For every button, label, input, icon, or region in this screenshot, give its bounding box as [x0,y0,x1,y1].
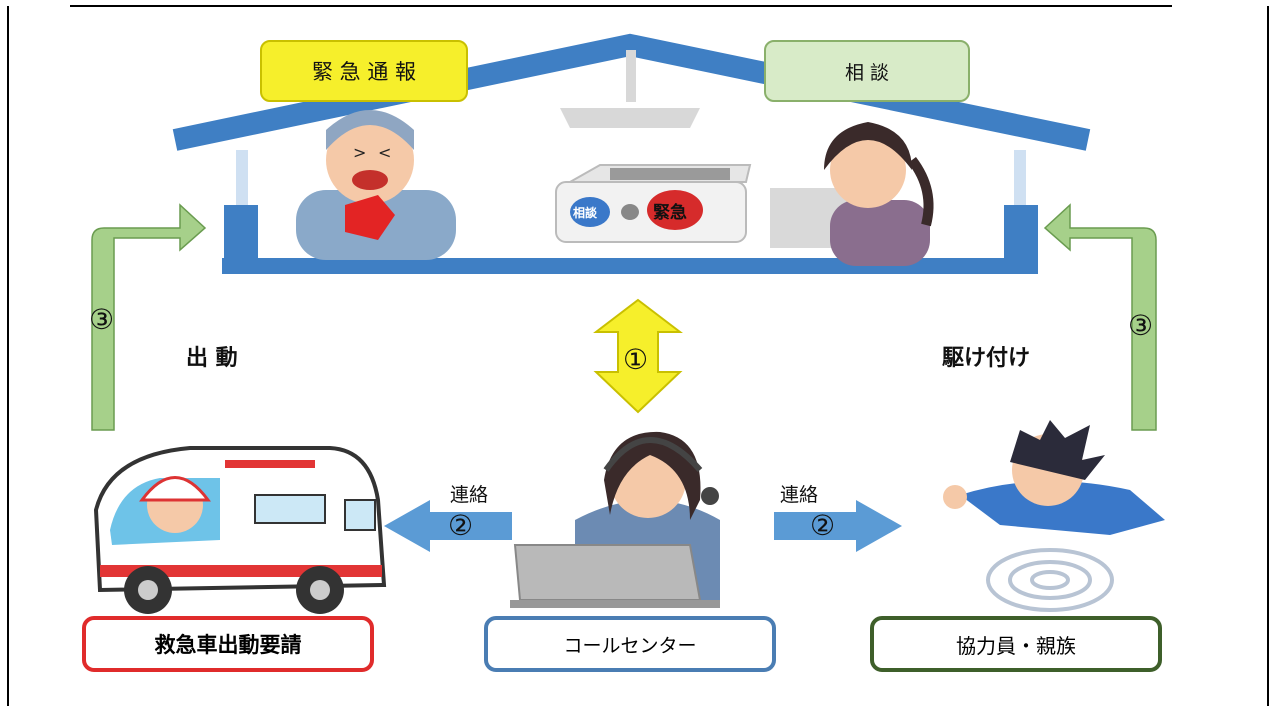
device-emergency-button-label: 緊急 [653,203,687,223]
svg-text:<: < [378,143,391,162]
house-outline [172,33,1091,274]
call-center-box: コールセンター [484,616,776,672]
step-3-left-marker: ③ [89,303,115,336]
running-helper-illustration [943,420,1165,612]
green-arrow-right [1043,203,1157,431]
step-3-right-marker: ③ [1128,309,1154,342]
contact-left-label: 連絡 [450,484,489,506]
dispatch-label: 出 動 [186,346,238,371]
step-2-right-marker: ② [810,509,836,542]
ambulance-request-box: 救急車出動要請 [82,616,374,672]
worried-woman-illustration [770,122,934,266]
contact-right-label: 連絡 [780,484,819,506]
helpers-relatives-box: 協力員・親族 [870,616,1162,672]
blue-arrow-left [384,500,512,552]
device-consult-button-label: 相談 [573,206,598,220]
distressed-elder-illustration: > < [296,110,456,260]
green-arrow-left [91,203,207,431]
emergency-report-label: 緊 急 通 報 [260,40,468,102]
double-arrow-1 [593,298,683,414]
blue-arrow-right [774,500,902,552]
ambulance-illustration [93,446,387,614]
call-center-operator-illustration [510,431,720,608]
step-2-left-marker: ② [448,509,474,542]
emergency-call-device [555,164,752,243]
consultation-label: 相 談 [764,40,970,102]
step-1-marker: ① [623,343,649,376]
rush-label: 駆け付け [942,346,1031,371]
svg-text:>: > [353,143,366,162]
